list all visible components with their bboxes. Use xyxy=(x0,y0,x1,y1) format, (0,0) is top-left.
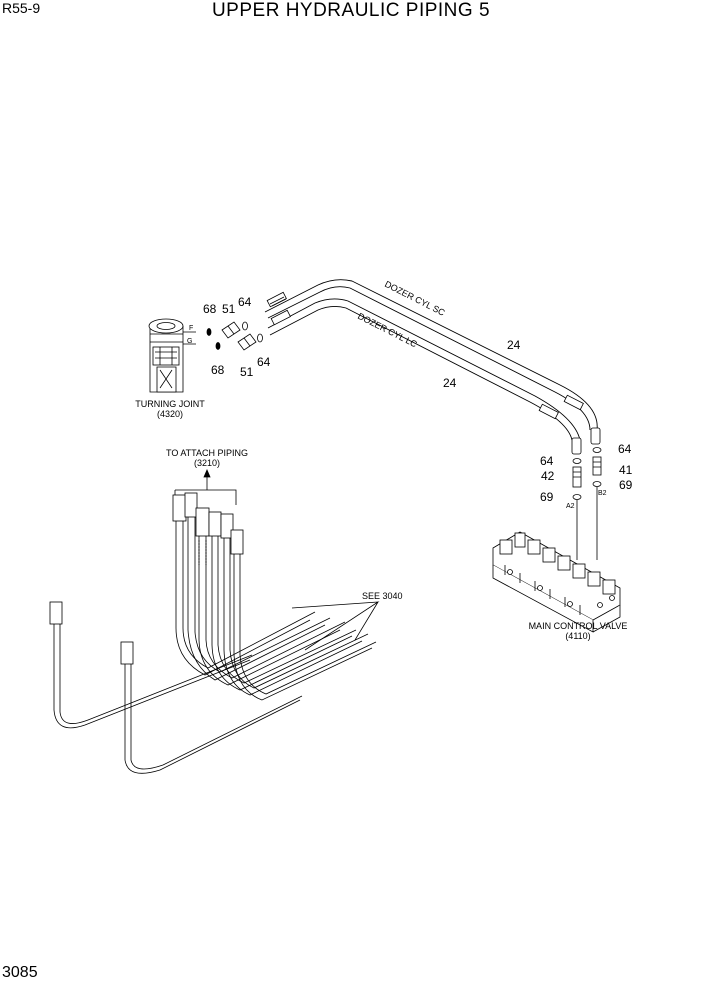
attach-piping-label: TO ATTACH PIPING xyxy=(166,448,248,458)
callout-69-right: 69 xyxy=(619,478,633,492)
callout-51-bottom: 51 xyxy=(240,365,254,379)
connector-41[interactable] xyxy=(592,456,602,476)
fitting-upper-end xyxy=(590,427,601,445)
hose-label-lc: DOZER CYL LC xyxy=(356,311,419,350)
fitting-lower-end xyxy=(571,437,582,455)
o-ring-64-left[interactable] xyxy=(572,458,582,464)
callout-42: 42 xyxy=(541,469,555,483)
o-ring-69-left[interactable] xyxy=(572,494,582,500)
turning-joint[interactable] xyxy=(148,318,196,393)
o-ring-68-bottom[interactable] xyxy=(215,342,221,350)
callout-24-lower: 24 xyxy=(443,376,457,390)
turning-joint-ref: (4320) xyxy=(157,409,183,419)
callout-41: 41 xyxy=(619,463,633,477)
page-title: UPPER HYDRAULIC PIPING 5 xyxy=(211,0,491,21)
callout-69-left: 69 xyxy=(540,490,554,504)
o-ring-64-bottom[interactable] xyxy=(257,333,263,343)
callout-64-bottom: 64 xyxy=(257,355,271,369)
elbow-51-bottom[interactable] xyxy=(237,333,257,351)
turning-joint-label: TURNING JOINT xyxy=(135,399,205,409)
attach-hoses[interactable] xyxy=(49,492,377,774)
callout-64-top: 64 xyxy=(238,295,252,309)
hose-dozer-cyl-sc[interactable] xyxy=(264,279,598,431)
tj-port-f: F xyxy=(189,325,193,332)
model-code: R55-9 xyxy=(2,0,41,16)
callout-64-left: 64 xyxy=(540,454,554,468)
o-ring-69-right[interactable] xyxy=(592,481,602,487)
callout-51-top: 51 xyxy=(222,302,236,316)
o-ring-64-right[interactable] xyxy=(592,447,602,453)
elbow-51-top[interactable] xyxy=(221,321,241,339)
mcv-label: MAIN CONTROL VALVE xyxy=(529,621,628,631)
callout-24-upper: 24 xyxy=(507,338,521,352)
tj-port-g: G xyxy=(187,338,192,345)
see-ref: SEE 3040 xyxy=(362,591,403,601)
mcv-port-b2: B2 xyxy=(598,490,607,497)
callout-64-right: 64 xyxy=(618,442,632,456)
o-ring-64-top[interactable] xyxy=(242,321,248,331)
mcv-ref: (4110) xyxy=(565,631,590,641)
page-number: 3085 xyxy=(2,964,38,981)
main-control-valve[interactable] xyxy=(492,531,621,633)
attach-piping-ref: (3210) xyxy=(194,458,220,468)
o-ring-68-top[interactable] xyxy=(206,328,212,336)
see-ref-leader xyxy=(291,601,380,651)
callout-68-top: 68 xyxy=(203,302,217,316)
callout-68-bottom: 68 xyxy=(211,363,225,377)
mcv-port-a2: A2 xyxy=(566,503,575,510)
hose-dozer-cyl-lc[interactable] xyxy=(267,298,581,441)
